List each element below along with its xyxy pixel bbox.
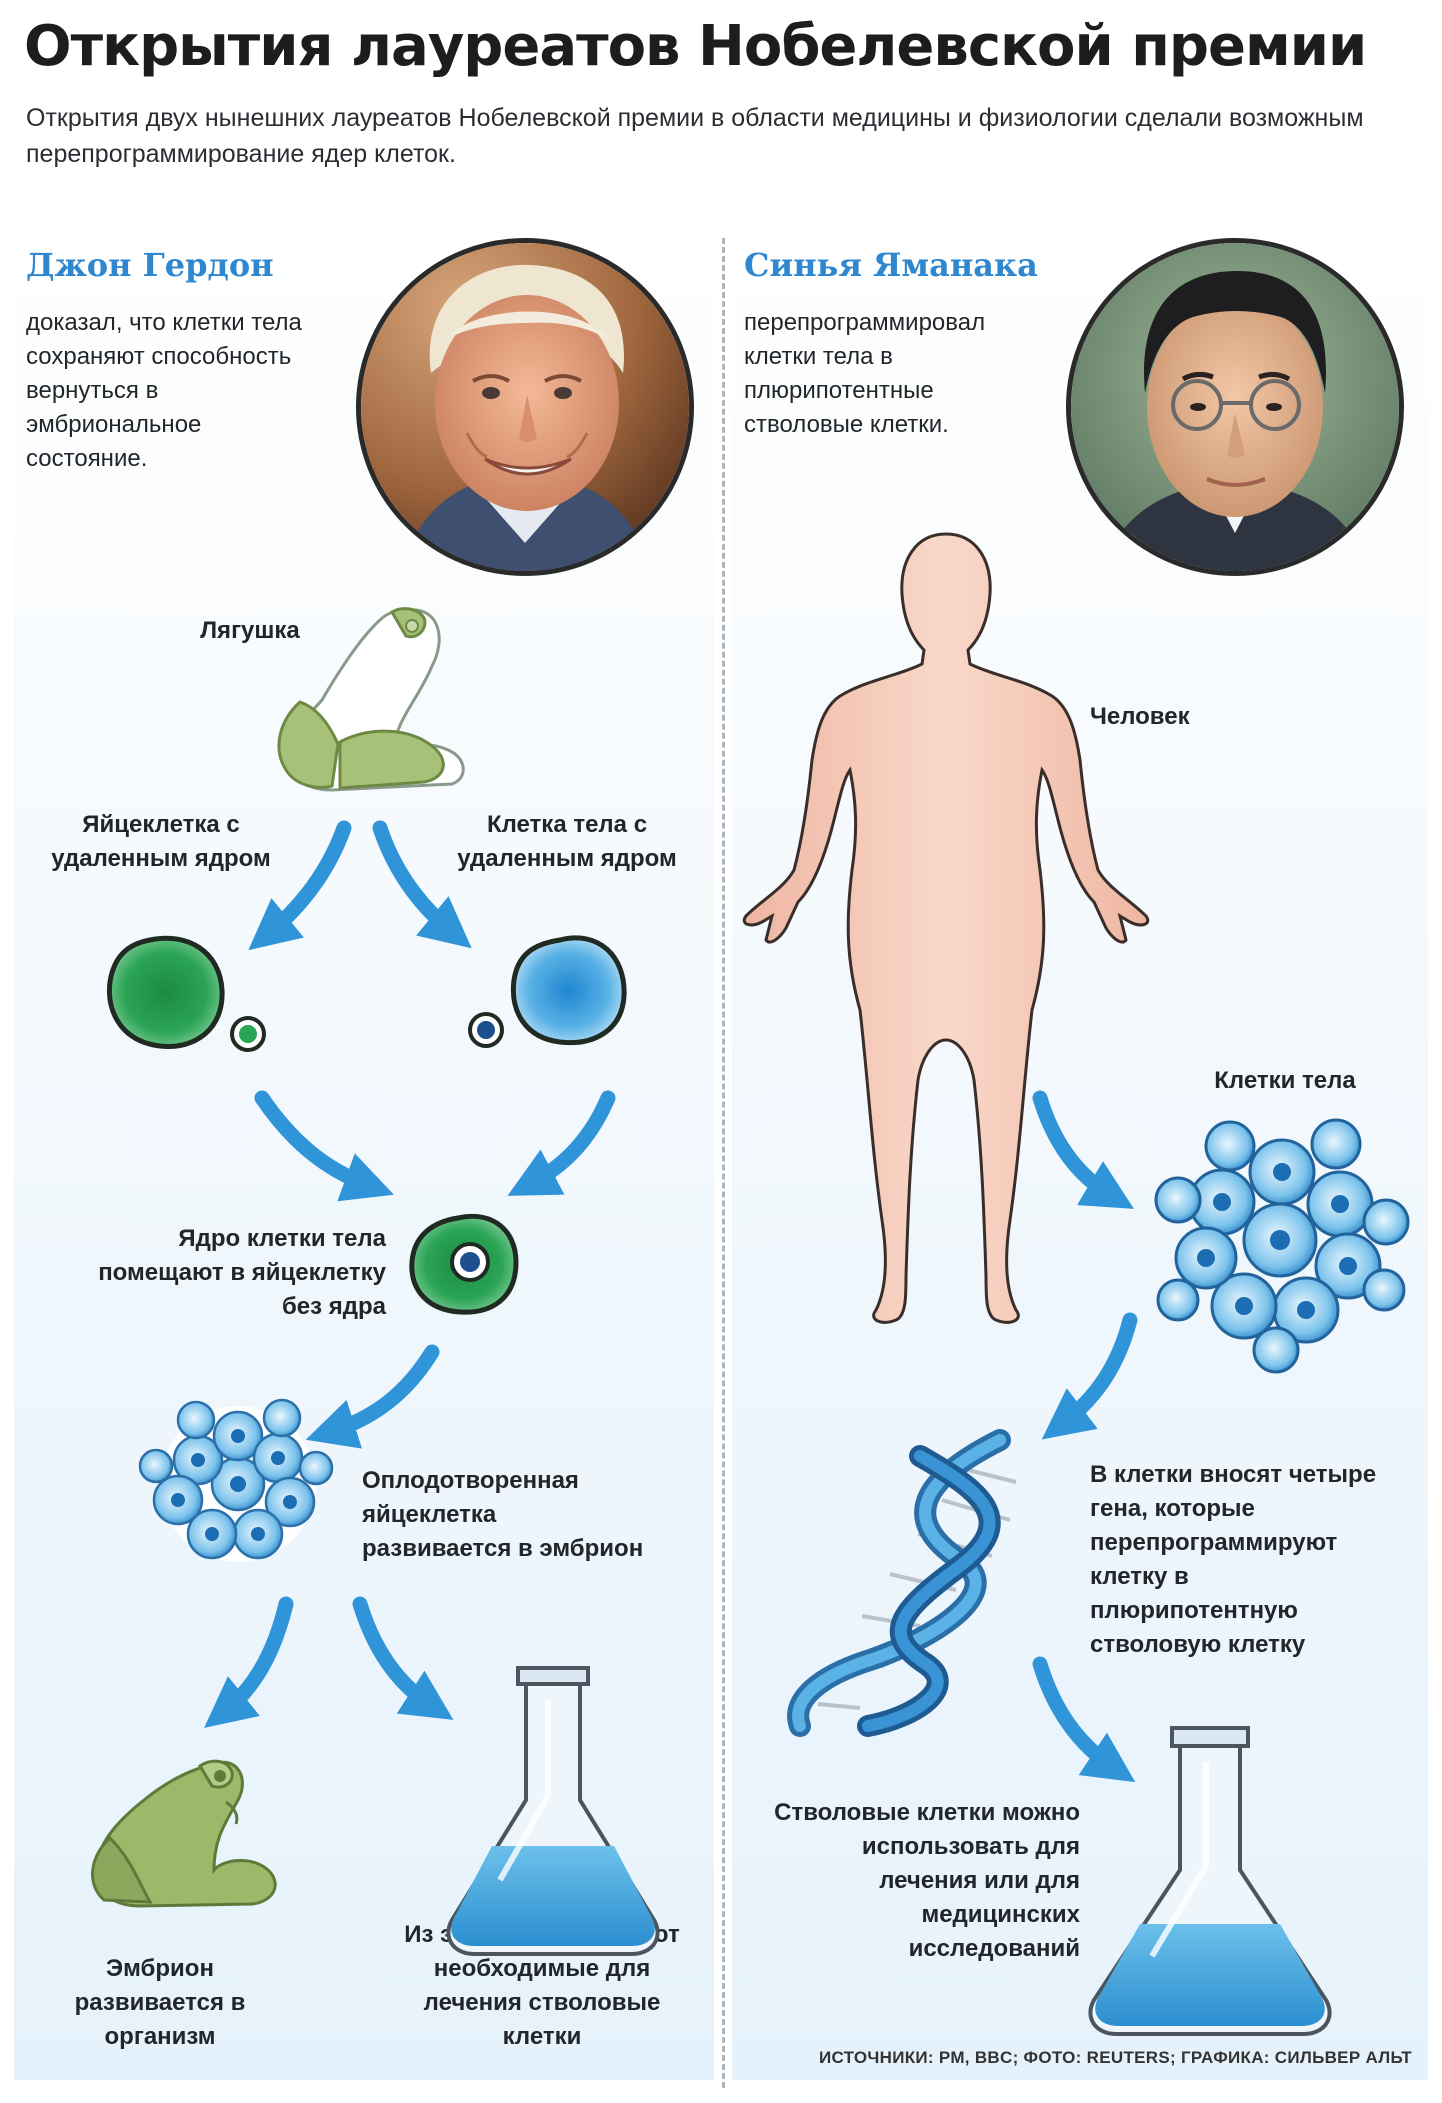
- arrow-human-to-body-cells: [1032, 1090, 1134, 1209]
- body-cell-icon: [510, 935, 627, 1046]
- label-body-cells: Клетки тела: [1214, 1067, 1356, 1094]
- intro-text: Открытия двух нынешних лауреатов Нобелев…: [26, 104, 1364, 168]
- transfer-cell-icon: [409, 1213, 519, 1315]
- gurdon-flask-icon: [446, 1666, 660, 1956]
- arrow-body-cell-to-transfer: [507, 1090, 616, 1196]
- label-stem-cell-uses: Стволовые клетки можно использовать для …: [774, 1799, 1080, 1962]
- removed-nucleus-blue-icon: [468, 1012, 504, 1048]
- arrow-embryo-to-organism: [204, 1596, 294, 1728]
- gurdon-description: доказал, что клетки тела сохраняют спосо…: [26, 309, 302, 472]
- label-frog: Лягушка: [200, 617, 300, 644]
- dna-helix-icon: [787, 1429, 1017, 1737]
- arrow-egg-to-transfer: [254, 1090, 394, 1202]
- arrow-transfer-to-embryo: [305, 1344, 440, 1449]
- label-human: Человек: [1090, 703, 1190, 730]
- label-fertilized-egg: Оплодотворенная яйцеклетка развивается в…: [362, 1467, 644, 1562]
- label-four-genes: В клетки вносят четыре гена, которые пер…: [1090, 1461, 1377, 1658]
- egg-cell-icon: [106, 935, 225, 1049]
- adult-frog-icon: [91, 1759, 277, 1908]
- gurdon-portrait: [356, 238, 694, 576]
- removed-nucleus-green-icon: [230, 1016, 266, 1052]
- arrow-frog-to-body-cell: [372, 820, 472, 949]
- label-body-cell: Клетка тела с удаленным ядром: [457, 811, 677, 872]
- yamanaka-description: перепрограммировал клетки тела в плюрипо…: [744, 309, 986, 438]
- yamanaka-name: Синья Яманака: [744, 246, 1038, 284]
- arrow-body-cells-to-dna: [1041, 1312, 1138, 1440]
- embryo-cluster-icon: [138, 1398, 334, 1562]
- arrow-embryo-to-stem-cells: [352, 1596, 454, 1720]
- page-title: Открытия лауреатов Нобелевской премии: [24, 14, 1367, 79]
- arrow-frog-to-egg: [248, 820, 352, 951]
- arrow-dna-to-stem-cells: [1032, 1656, 1136, 1783]
- yamanaka-flask-icon: [1088, 1726, 1332, 2036]
- column-divider: [722, 238, 725, 2088]
- frog-icon: [277, 607, 465, 792]
- yamanaka-portrait: [1066, 238, 1404, 576]
- human-figure-icon: [742, 532, 1150, 1324]
- label-embryo-organism: Эмбрион развивается в организм: [74, 1955, 246, 2050]
- body-cells-cluster-icon: [1154, 1118, 1410, 1374]
- gurdon-name: Джон Гердон: [26, 246, 274, 284]
- label-egg-cell: Яйцеклетка с удаленным ядром: [51, 811, 271, 872]
- label-nucleus-transfer: Ядро клетки тела помещают в яйцеклетку б…: [98, 1225, 386, 1320]
- credits: ИСТОЧНИКИ: РМ, BBC; ФОТО: REUTERS; ГРАФИ…: [818, 2048, 1412, 2067]
